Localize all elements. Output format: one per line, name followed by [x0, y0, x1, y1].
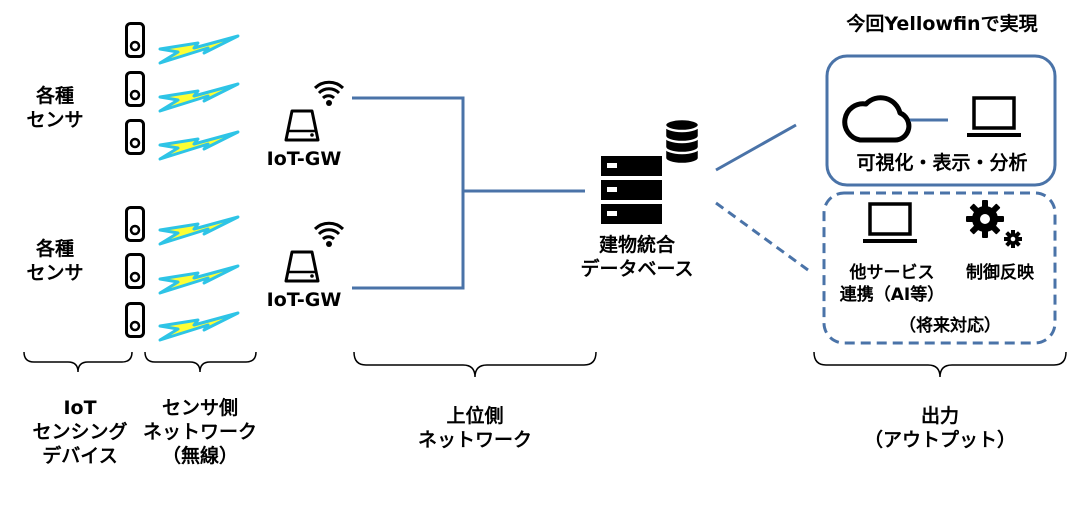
visualization-caption: 可視化・表示・分析 — [856, 152, 1028, 174]
sensor-icon — [125, 119, 145, 155]
output-connector-dashed — [715, 201, 809, 272]
gear-icon — [966, 200, 1022, 248]
sensor-icon — [125, 71, 145, 107]
cloud-icon — [842, 95, 912, 143]
group-braces — [23, 351, 1067, 378]
sensor-icons — [125, 22, 145, 338]
bottom-label-output: 出力 （アウトプット） — [863, 405, 1016, 451]
sensor-group-label-bottom: 各種 センサ — [26, 238, 84, 284]
future-support-note: （将来対応） — [899, 316, 1001, 336]
brace-sensor-network — [144, 351, 257, 373]
output-connector-solid — [715, 123, 797, 172]
sensor-icon — [125, 253, 145, 289]
brace-devices — [23, 351, 133, 373]
gateway-router-icon — [284, 221, 345, 283]
gateway-router-icon — [284, 80, 345, 142]
yellowfin-title: 今回Yellowfinで実現 — [846, 13, 1038, 35]
lightning-bolt-icon — [158, 130, 240, 161]
bottom-label-devices: IoT センシング デバイス — [32, 397, 128, 467]
database-label: 建物統合 データベース — [580, 234, 694, 280]
upper-network-lines — [352, 96, 585, 290]
lightning-bolt-icon — [158, 311, 240, 342]
bottom-label-sensor-network: センサ側 ネットワーク （無線） — [142, 397, 257, 467]
control-reflection-label: 制御反映 — [966, 263, 1034, 283]
database-server-icon — [601, 117, 701, 224]
lightning-bolt-icon — [158, 264, 240, 295]
lightning-bolt-icon — [158, 34, 240, 65]
sensor-icon — [125, 206, 145, 242]
brace-upper-network — [353, 351, 597, 378]
sensor-icon — [125, 302, 145, 338]
sensor-group-label-top: 各種 センサ — [26, 85, 84, 131]
lightning-bolt-icon — [158, 82, 240, 113]
wireless-bolt-icons — [158, 34, 240, 342]
lightning-bolt-icon — [158, 215, 240, 246]
sensor-icon — [125, 22, 145, 58]
other-service-label: 他サービス 連携（AI等） — [839, 263, 945, 305]
gateway-label-bottom: IoT-GW — [266, 289, 342, 311]
gateway-label-top: IoT-GW — [266, 148, 342, 170]
bottom-label-upper-network: 上位側 ネットワーク — [417, 405, 532, 451]
brace-output — [813, 351, 1067, 378]
